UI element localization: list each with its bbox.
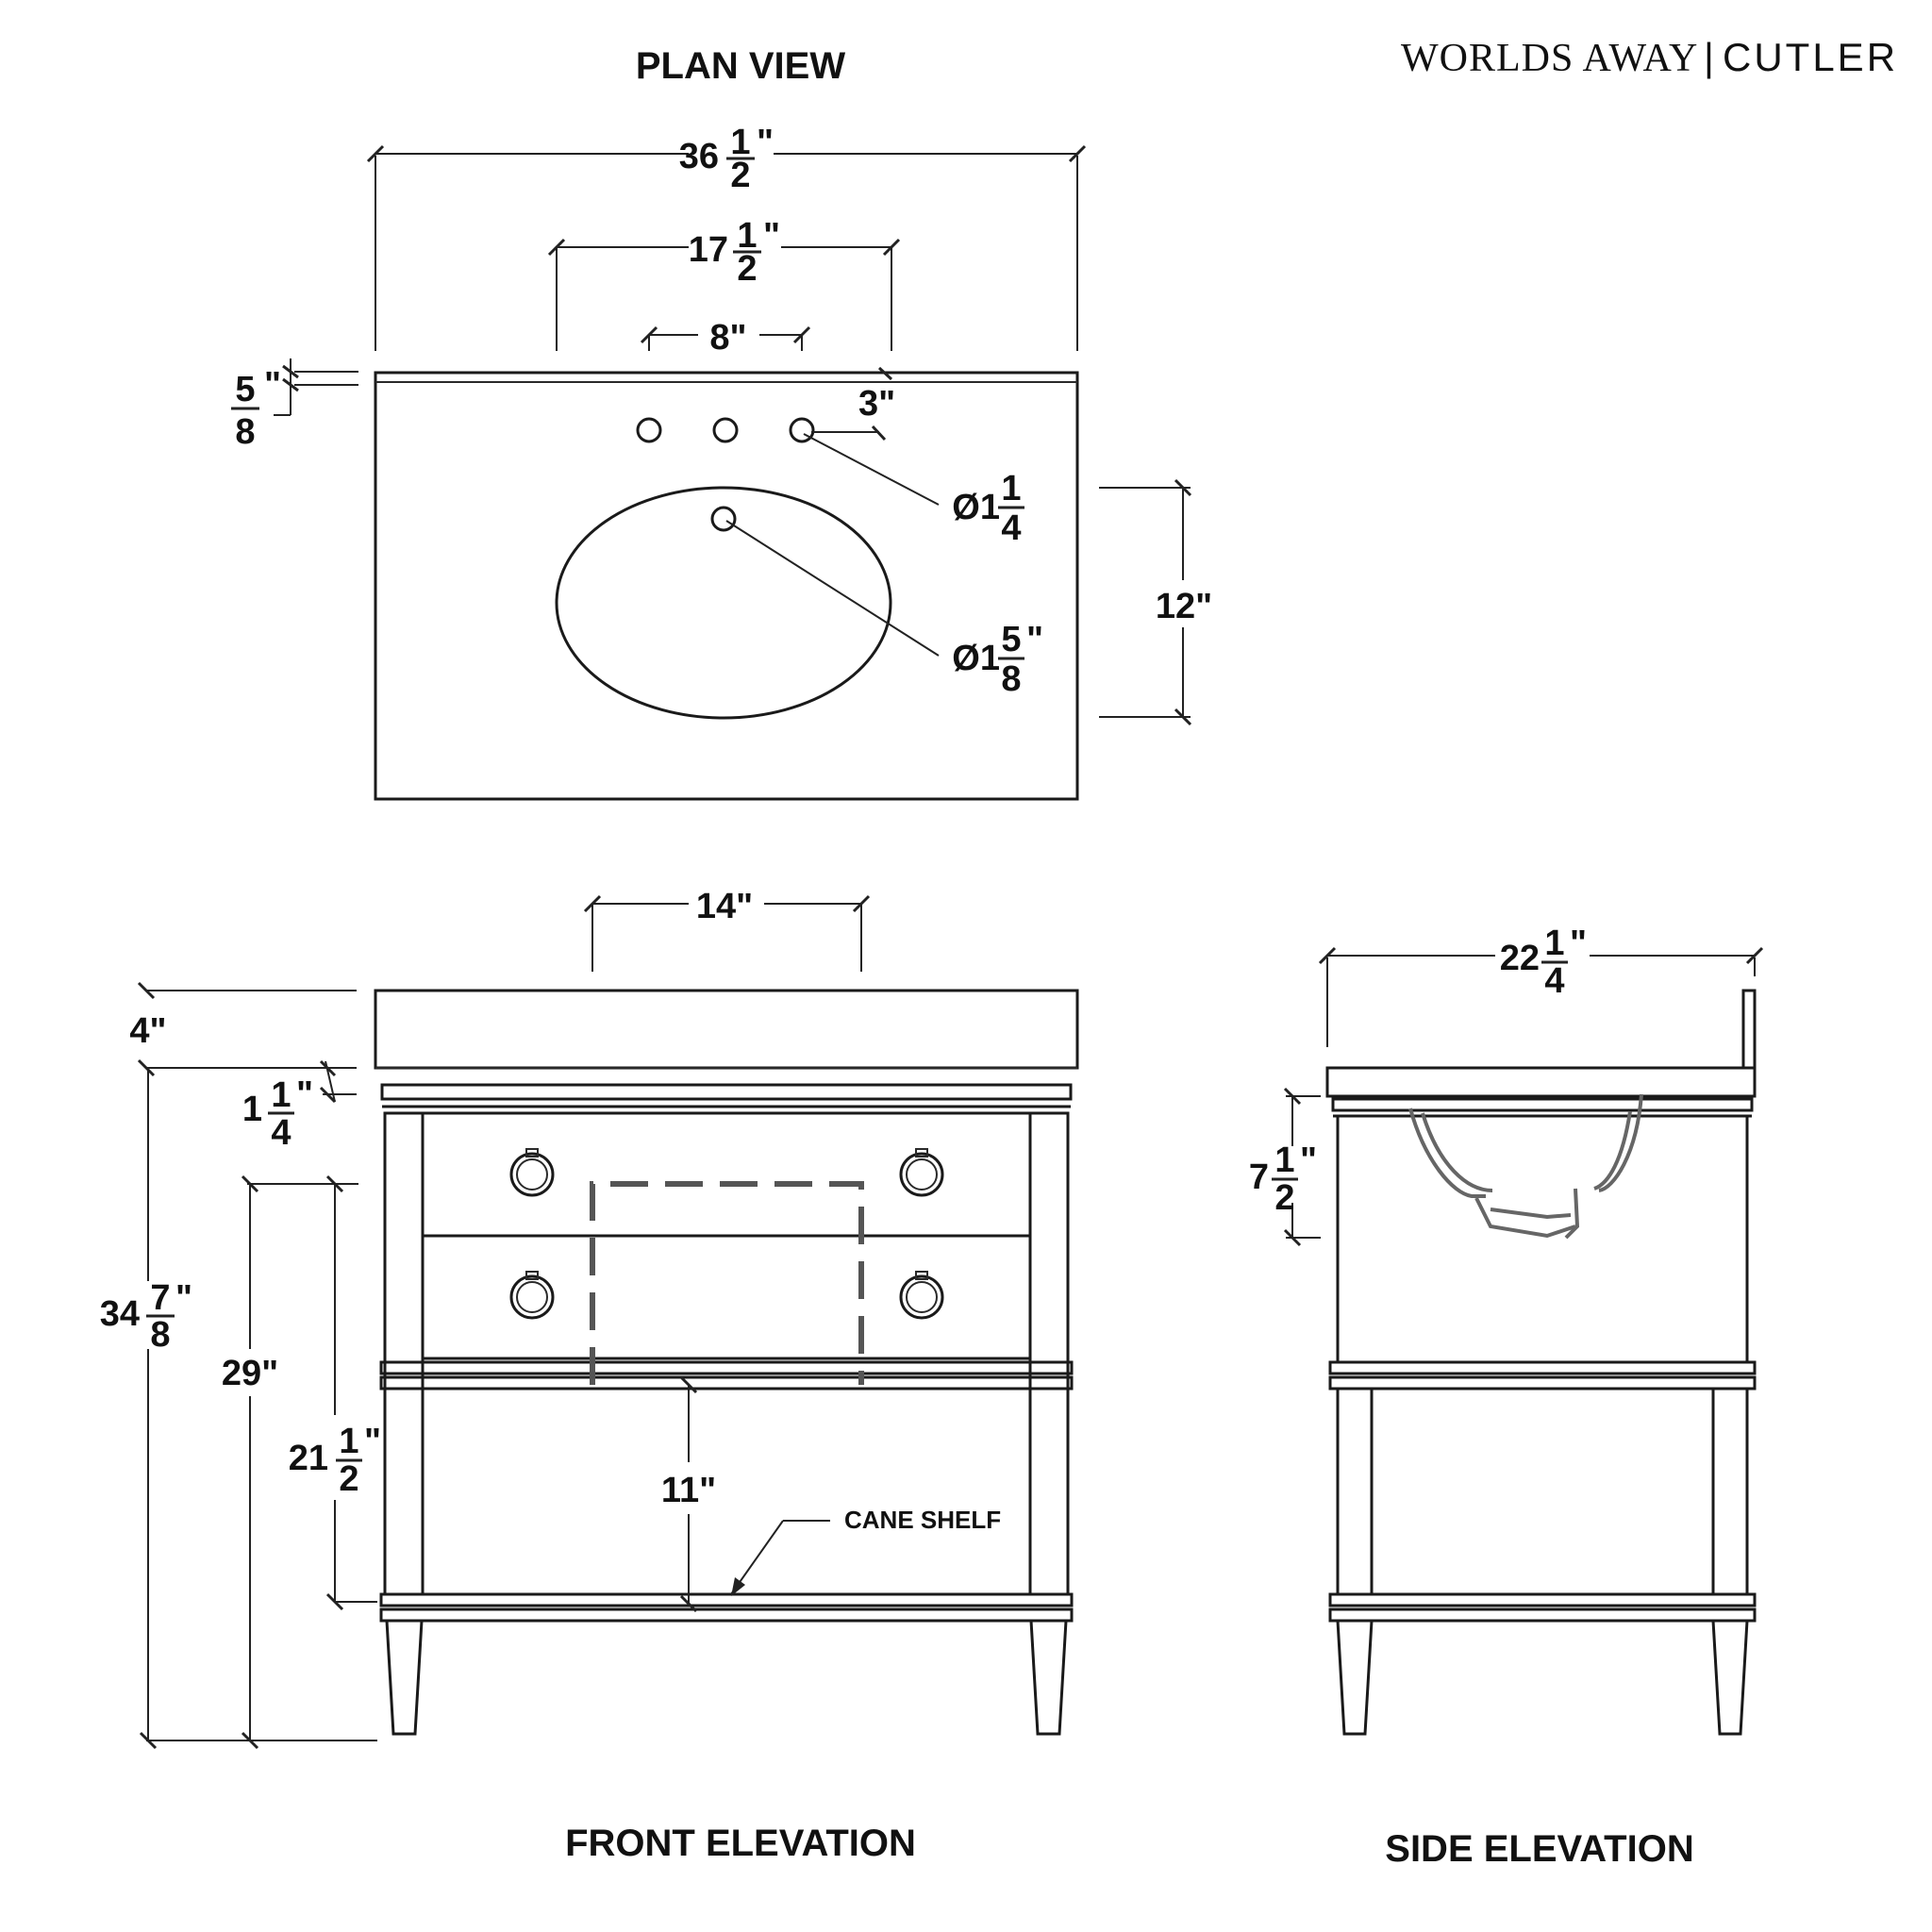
side-backsplash (1741, 989, 1757, 1070)
svg-text:": " (364, 1422, 381, 1461)
dim-side-bowl-depth: 7 1 2 " (1249, 1087, 1321, 1247)
dim-4-label: 4" (129, 1011, 166, 1051)
callout-cane-shelf: CANE SHELF (730, 1506, 1001, 1596)
svg-text:2: 2 (730, 156, 750, 195)
svg-text:": " (1570, 924, 1587, 963)
svg-text:5: 5 (1001, 620, 1021, 659)
dim-top-thickness: 5 " 8 (231, 358, 358, 452)
front-vanity (374, 989, 1079, 1736)
dim-12-label: 12" (1156, 587, 1212, 626)
side-countertop (1325, 1066, 1757, 1098)
dim-14-label: 14" (696, 887, 753, 926)
svg-text:1: 1 (1001, 469, 1021, 508)
faucet-hole-left (636, 417, 662, 443)
svg-text:4: 4 (1001, 508, 1021, 548)
dim-hole-offset: 3" (811, 366, 895, 441)
dim-5-8-num: 5 (235, 370, 255, 409)
faucet-hole-center (712, 417, 739, 443)
svg-text:1: 1 (1544, 924, 1564, 963)
plan-view-title: PLAN VIEW (636, 45, 845, 87)
svg-text:22: 22 (1500, 939, 1540, 978)
dim-17-label: 17 1 2 " (689, 216, 780, 289)
dim-overall-width: 36 1 2 " (366, 123, 1087, 351)
svg-text:17: 17 (689, 230, 728, 270)
callout-drain-dia: Ø1 5 8 " (725, 520, 1043, 699)
svg-text:": " (763, 216, 780, 256)
front-hidden-basin (590, 1181, 864, 1385)
plan-countertop (374, 371, 1079, 801)
dim-faucet-spread: 8" (640, 318, 811, 358)
dim-36-label: 36 1 2 " (679, 123, 774, 195)
svg-text:2: 2 (339, 1459, 358, 1499)
dim-bowl-width: 17 1 2 " (547, 216, 901, 351)
ring-pull-icon (509, 1271, 555, 1320)
svg-text:1: 1 (1274, 1141, 1294, 1180)
dim-plan-bowl-depth: 12" (1099, 478, 1212, 726)
svg-text:": " (1300, 1141, 1317, 1180)
drain-hole (710, 506, 737, 532)
svg-text:2: 2 (737, 249, 757, 289)
faucet-hole-right (789, 417, 815, 443)
svg-text:2: 2 (1274, 1178, 1294, 1218)
brand-separator: | (1704, 35, 1717, 79)
front-countertop (374, 989, 1079, 1070)
dim-front-apron: 1 1 4 " (242, 1059, 357, 1153)
svg-text:": " (1026, 620, 1043, 659)
svg-text:": " (757, 123, 774, 162)
svg-text:1: 1 (242, 1090, 262, 1129)
svg-text:7: 7 (1249, 1158, 1269, 1197)
cane-shelf-label: CANE SHELF (844, 1506, 1001, 1534)
dim-front-bowl-width: 14" (583, 887, 871, 972)
callout-faucet-hole-dia: Ø1 1 4 (803, 433, 1024, 548)
svg-text:1: 1 (271, 1075, 291, 1115)
front-drawer-top (421, 1111, 1032, 1238)
plan-basin (555, 486, 892, 720)
svg-text:34: 34 (100, 1294, 140, 1334)
svg-text:Ø1: Ø1 (952, 488, 1000, 527)
dim-front-shelf-height: 21 1 2 " (289, 1174, 381, 1611)
brand-logo: WORLDS AWAY | CUTLER (1401, 35, 1898, 80)
brand-product: CUTLER (1723, 35, 1898, 79)
svg-text:4: 4 (1544, 961, 1564, 1001)
dim-5-8-den: 8 (235, 412, 255, 452)
side-vanity (1325, 989, 1757, 1736)
dim-front-overall-height: 34 7 8 " (100, 1068, 377, 1750)
dim-front-top-height: 4" (129, 981, 357, 1077)
dim-front-shelf-clearance: 11" (661, 1375, 716, 1613)
svg-text:21: 21 (289, 1439, 328, 1478)
svg-text:": " (296, 1074, 313, 1114)
svg-text:36: 36 (679, 137, 719, 176)
svg-text:1: 1 (730, 123, 750, 162)
dim-3-label: 3" (858, 384, 895, 424)
svg-text:1: 1 (737, 216, 757, 256)
ring-pull-icon (509, 1148, 555, 1197)
svg-text:": " (175, 1278, 192, 1318)
front-drawer-bottom (421, 1234, 1032, 1360)
ring-pull-icon (899, 1148, 944, 1197)
svg-text:8: 8 (150, 1315, 170, 1355)
front-elevation-title: FRONT ELEVATION (565, 1823, 916, 1864)
brand-name: WORLDS AWAY (1401, 37, 1698, 80)
dim-side-depth: 22 1 4 " (1318, 924, 1764, 1047)
ring-pull-icon (899, 1271, 944, 1320)
svg-text:1: 1 (339, 1422, 358, 1461)
dim-8-label: 8" (709, 318, 746, 358)
svg-text:8: 8 (1001, 659, 1021, 699)
svg-text:4: 4 (271, 1113, 291, 1153)
dim-front-frame-height: 29" (222, 1174, 358, 1750)
dim-11-label: 11" (661, 1471, 716, 1510)
svg-text:": " (264, 365, 281, 405)
svg-text:Ø1: Ø1 (952, 639, 1000, 678)
side-elevation-title: SIDE ELEVATION (1385, 1828, 1693, 1870)
dim-29-label: 29" (222, 1354, 278, 1393)
svg-text:7: 7 (150, 1278, 170, 1318)
